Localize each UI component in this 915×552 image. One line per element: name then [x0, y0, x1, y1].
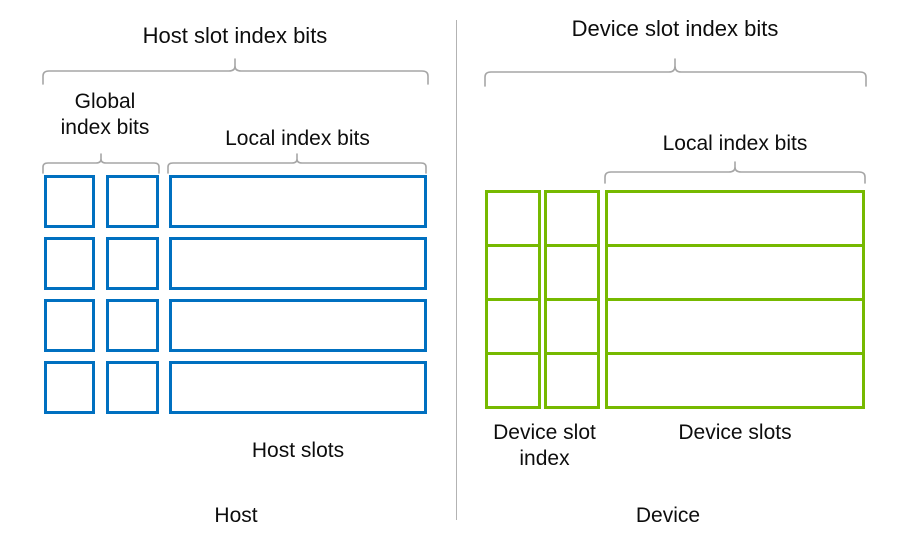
- center-divider: [456, 20, 457, 520]
- device-slot-index-bits-title: Device slot index bits: [571, 16, 779, 41]
- device-cell-r3-c2: [544, 298, 600, 355]
- host-cell-r3-c3: [169, 299, 427, 352]
- host-cell-r2-c1: [44, 237, 95, 290]
- device-cell-r1-c2: [544, 190, 600, 247]
- host-cell-r1-c1: [44, 175, 95, 228]
- host-cell-r1-c3: [169, 175, 427, 228]
- device-slot-index-bits-bracket: [484, 58, 867, 87]
- host-cell-r2-c3: [169, 237, 427, 290]
- device-slots-label: Device slots: [678, 421, 792, 444]
- device-cell-r2-c3: [605, 244, 865, 301]
- host-cell-r4-c2: [106, 361, 159, 414]
- host-global-index-bits-bracket: [42, 153, 160, 174]
- host-global-index-bits-label: Global index bits: [60, 90, 150, 139]
- device-cell-r4-c3: [605, 352, 865, 409]
- host-cell-r1-c2: [106, 175, 159, 228]
- host-local-index-bits-bracket: [167, 153, 427, 174]
- host-side-label: Host: [214, 504, 258, 527]
- host-slot-index-bits-title: Host slot index bits: [142, 23, 328, 48]
- device-local-index-bits-bracket: [604, 161, 866, 184]
- device-slot-index-label: Device slot index: [493, 421, 596, 470]
- device-cell-r3-c3: [605, 298, 865, 355]
- host-cell-r3-c2: [106, 299, 159, 352]
- host-slots-label: Host slots: [251, 439, 345, 462]
- device-cell-r2-c2: [544, 244, 600, 301]
- device-cell-r1-c3: [605, 190, 865, 247]
- device-cell-r4-c1: [485, 352, 541, 409]
- host-slot-index-bits-bracket: [42, 58, 429, 85]
- device-cell-r2-c1: [485, 244, 541, 301]
- host-cell-r2-c2: [106, 237, 159, 290]
- device-local-index-bits-label: Local index bits: [662, 132, 808, 155]
- host-cell-r4-c3: [169, 361, 427, 414]
- host-cell-r3-c1: [44, 299, 95, 352]
- device-cell-r4-c2: [544, 352, 600, 409]
- host-cell-r4-c1: [44, 361, 95, 414]
- device-side-label: Device: [635, 504, 701, 527]
- device-cell-r3-c1: [485, 298, 541, 355]
- host-local-index-bits-label: Local index bits: [225, 127, 370, 150]
- device-cell-r1-c1: [485, 190, 541, 247]
